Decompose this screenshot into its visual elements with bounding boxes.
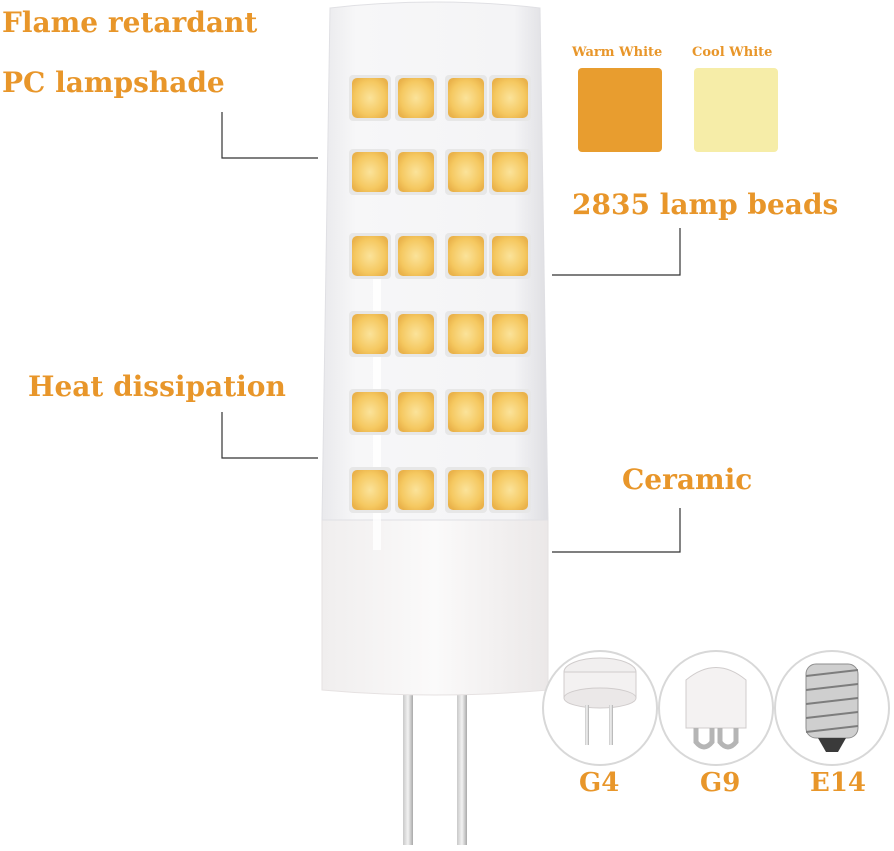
label-cool-white: Cool White xyxy=(692,45,773,60)
label-pc-lampshade: PC lampshade xyxy=(2,66,225,99)
pin-right xyxy=(457,690,467,845)
label-e14: E14 xyxy=(810,768,866,798)
label-flame-retardant: Flame retardant xyxy=(2,6,258,39)
led-bead xyxy=(398,470,434,510)
led-bead xyxy=(492,392,528,432)
label-ceramic: Ceramic xyxy=(622,463,753,496)
led-bead xyxy=(398,392,434,432)
swatch-warm-white xyxy=(578,68,662,152)
leader-beads xyxy=(552,228,681,276)
led-bead xyxy=(492,152,528,192)
led-bead xyxy=(398,314,434,354)
label-g9: G9 xyxy=(700,768,741,798)
led-bead xyxy=(352,392,388,432)
led-bead xyxy=(352,236,388,276)
led-bead xyxy=(448,470,484,510)
label-heat-dissipation: Heat dissipation xyxy=(28,370,286,403)
led-bead xyxy=(448,78,484,118)
led-bead xyxy=(352,152,388,192)
led-bead xyxy=(398,236,434,276)
led-bead xyxy=(398,152,434,192)
leader-ceramic xyxy=(552,508,681,553)
led-bead xyxy=(492,78,528,118)
swatch-cool-white xyxy=(694,68,778,152)
leader-heat xyxy=(221,412,318,459)
label-warm-white: Warm White xyxy=(572,45,663,60)
led-bead xyxy=(492,236,528,276)
ceramic-base xyxy=(321,519,549,696)
led-bead xyxy=(448,392,484,432)
led-bead xyxy=(492,470,528,510)
label-lamp-beads: 2835 lamp beads xyxy=(572,188,839,221)
led-bead xyxy=(448,152,484,192)
led-bead xyxy=(352,470,388,510)
e14-socket-icon xyxy=(774,650,890,766)
led-bead xyxy=(448,314,484,354)
led-bead xyxy=(352,314,388,354)
leader-lampshade xyxy=(221,112,318,159)
pin-left xyxy=(403,690,413,845)
g4-socket-icon xyxy=(542,650,658,766)
led-bead xyxy=(448,236,484,276)
led-grid xyxy=(349,75,531,513)
led-bead xyxy=(352,78,388,118)
label-g4: G4 xyxy=(579,768,620,798)
led-bead xyxy=(398,78,434,118)
led-bead xyxy=(492,314,528,354)
g9-socket-icon xyxy=(658,650,774,766)
